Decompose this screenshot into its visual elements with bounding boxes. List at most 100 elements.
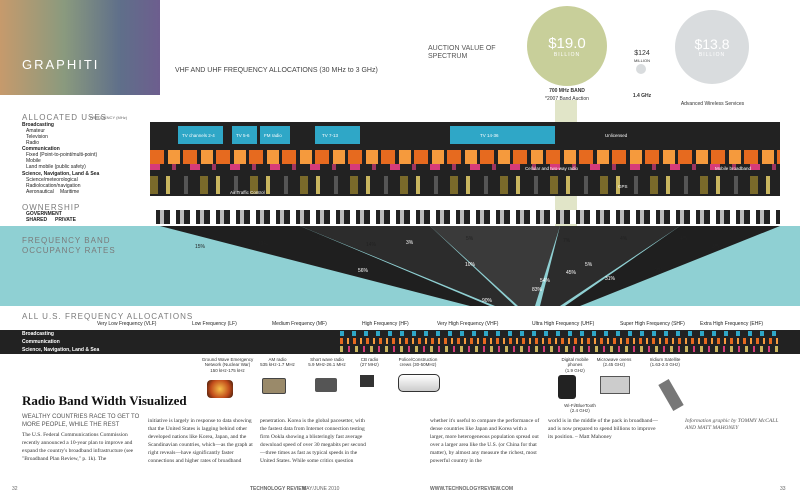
band-1-4ghz: 1.4 GHz bbox=[632, 93, 652, 99]
tv-7-13-block bbox=[315, 126, 360, 144]
band-aws: Advanced Wireless Services bbox=[680, 101, 745, 107]
frequency-note: FREQUENCY (MHz) bbox=[90, 115, 128, 120]
ownership-shared: SHARED bbox=[26, 217, 48, 223]
police-car-icon bbox=[398, 374, 440, 392]
device-mobile-freq: (1.9 GHz) bbox=[565, 367, 585, 373]
ownership-government: GOVERNMENT bbox=[26, 211, 62, 217]
label-mobile: Mobile bbox=[26, 158, 41, 164]
rate-16: 31% bbox=[605, 276, 616, 282]
device-wifi-name: Wi-Fi/BlueTooth bbox=[564, 403, 596, 408]
section-title: GRAPHITI bbox=[22, 57, 100, 72]
device-shortwave-name: Short wave radio bbox=[310, 357, 344, 362]
mobile-broadband-label: Mobile broadband bbox=[715, 166, 752, 171]
rate-12: 22% bbox=[655, 268, 666, 274]
article-dek: WEALTHY COUNTRIES RACE TO GET TO MORE PE… bbox=[22, 414, 140, 428]
us-row-broadcasting: Broadcasting bbox=[22, 331, 54, 337]
occupancy-fan bbox=[160, 226, 780, 306]
article-col-2: initiative is largely in response to dat… bbox=[148, 418, 253, 464]
label-science: Science, Navigation, Land & Sea bbox=[22, 171, 100, 177]
graphic-credit: Information graphic by TOMMY McCALL AND … bbox=[685, 418, 779, 432]
value-1-4ghz: $124 bbox=[634, 50, 650, 57]
device-mobile-name: Digital mobile phones bbox=[561, 357, 589, 368]
label-fixed: Fixed (Point-to-point/multi-point) bbox=[26, 152, 98, 158]
device-mobile: Digital mobile phones (1.9 GHz) bbox=[555, 357, 595, 373]
allocated-uses-title: ALLOCATED USES bbox=[22, 113, 107, 122]
device-am-name: AM radio bbox=[268, 357, 287, 362]
atc-label: Air Traffic Control bbox=[230, 190, 265, 195]
footer-date: MAY/JUNE 2010 bbox=[302, 486, 340, 492]
satellite-icon bbox=[658, 379, 684, 411]
band-ehf: Extra High Frequency (EHF) bbox=[700, 321, 764, 327]
label-radio: Radio bbox=[26, 140, 40, 146]
band-lf: Low Frequency (LF) bbox=[192, 321, 237, 327]
device-iridium: Iridium Satellite (1.63-2.0 GHz) bbox=[640, 357, 690, 368]
device-microwave: Microwave ovens (2.45 GHz) bbox=[594, 357, 634, 368]
rate-15: 45% bbox=[566, 270, 577, 276]
value-aws: $13.8 bbox=[694, 36, 730, 52]
tv-2-4-block bbox=[178, 126, 223, 144]
band-vlf: Very Low Frequency (VLF) bbox=[97, 321, 157, 327]
band-vhf: Very High Frequency (VHF) bbox=[437, 321, 499, 327]
device-police: Police/Construction crews (30-50MHz) bbox=[388, 357, 448, 368]
device-am-freq: 535 kHz-1.7 MHz bbox=[260, 362, 295, 368]
communication-band-row bbox=[150, 150, 780, 164]
tv-5-6-block bbox=[232, 126, 257, 144]
article-col-5: world is in the middle of the pack in br… bbox=[548, 418, 658, 440]
rate-2: 12% bbox=[258, 241, 269, 247]
auction-700mhz-circle: $19.0 BILLION bbox=[527, 6, 607, 86]
rate-1: 15% bbox=[195, 244, 206, 250]
auction-1-4ghz-circle bbox=[636, 64, 646, 74]
article-col-1: The U.S. Federal Communications Commissi… bbox=[22, 432, 134, 462]
label-amateur: Amateur bbox=[26, 128, 45, 134]
label-television: Television bbox=[26, 134, 48, 140]
us-row-communication: Communication bbox=[22, 339, 60, 345]
cellular-label: Cellular and two-way radio bbox=[525, 166, 579, 171]
ownership-title: OWNERSHIP bbox=[22, 203, 81, 212]
chart-title: VHF AND UHF FREQUENCY ALLOCATIONS (30 MH… bbox=[175, 67, 378, 74]
article-col-3: penetration. Korea is the global paceset… bbox=[260, 418, 366, 464]
rate-17: 54% bbox=[540, 278, 551, 284]
device-cb: CB radio (27 MHz) bbox=[352, 357, 387, 368]
us-broadcast-bars bbox=[340, 331, 780, 336]
rate-18: 90% bbox=[482, 298, 493, 304]
label-radionav: Radiolocation/navigation bbox=[26, 183, 81, 189]
label-aero: Aeronautical bbox=[26, 189, 54, 195]
rate-7: 7% bbox=[563, 238, 571, 244]
microwave-icon bbox=[600, 376, 630, 394]
footer-publication: TECHNOLOGY REVIEW bbox=[250, 486, 307, 492]
phone-icon bbox=[558, 375, 576, 399]
fm-block bbox=[260, 126, 290, 144]
unit-aws: BILLION bbox=[698, 52, 726, 58]
ownership-strip bbox=[150, 210, 780, 224]
value-700mhz: $19.0 bbox=[548, 34, 586, 52]
auction-label: AUCTION VALUE OF SPECTRUM bbox=[428, 45, 496, 61]
device-microwave-freq: (2.45 GHz) bbox=[602, 362, 625, 368]
device-shortwave-freq: 5.9 MHz-26.1 MHz bbox=[308, 362, 346, 368]
device-wifi-freq: (2.4 GHz) bbox=[570, 408, 590, 414]
tv-label-2-4: TV channels 2-4 bbox=[182, 133, 215, 138]
footer-right-page: 33 bbox=[780, 486, 786, 492]
tv-14-36-block bbox=[450, 126, 555, 144]
band-700mhz-note: *2007 Band Auction bbox=[545, 96, 589, 102]
band-700mhz: 700 MHz BAND bbox=[549, 88, 585, 94]
occupancy-title: FREQUENCY BAND OCCUPANCY RATES bbox=[22, 236, 116, 255]
device-police-name: Police/Construction bbox=[398, 357, 438, 362]
us-row-science: Science, Navigation, Land & Sea bbox=[22, 347, 100, 353]
device-gwen: Ground Wave Emergency Network (Nuclear W… bbox=[200, 357, 255, 373]
band-mf: Medium Frequency (MF) bbox=[272, 321, 327, 327]
tv-label-7-13: TV 7-13 bbox=[322, 133, 339, 138]
tv-label-14-36: TV 14-36 bbox=[480, 133, 499, 138]
us-alloc-title: ALL U.S. FREQUENCY ALLOCATIONS bbox=[22, 312, 194, 321]
band-names-row: Very Low Frequency (VLF) Low Frequency (… bbox=[22, 321, 782, 329]
device-iridium-name: Iridium Satellite bbox=[649, 357, 681, 362]
rate-6: 3% bbox=[406, 240, 414, 246]
device-iridium-freq: (1.63-2.0 GHz) bbox=[650, 362, 680, 368]
rate-13: 56% bbox=[358, 268, 369, 274]
rate-8: 4% bbox=[620, 236, 628, 242]
device-cb-freq: (27 MHz) bbox=[360, 362, 379, 368]
rate-9: 4% bbox=[680, 236, 688, 242]
footer-website: WWW.TECHNOLOGYREVIEW.COM bbox=[430, 486, 514, 492]
unit-1-4ghz: MILLION bbox=[633, 58, 650, 63]
device-microwave-name: Microwave ovens bbox=[596, 357, 632, 362]
gps-label: GPS bbox=[618, 184, 628, 189]
